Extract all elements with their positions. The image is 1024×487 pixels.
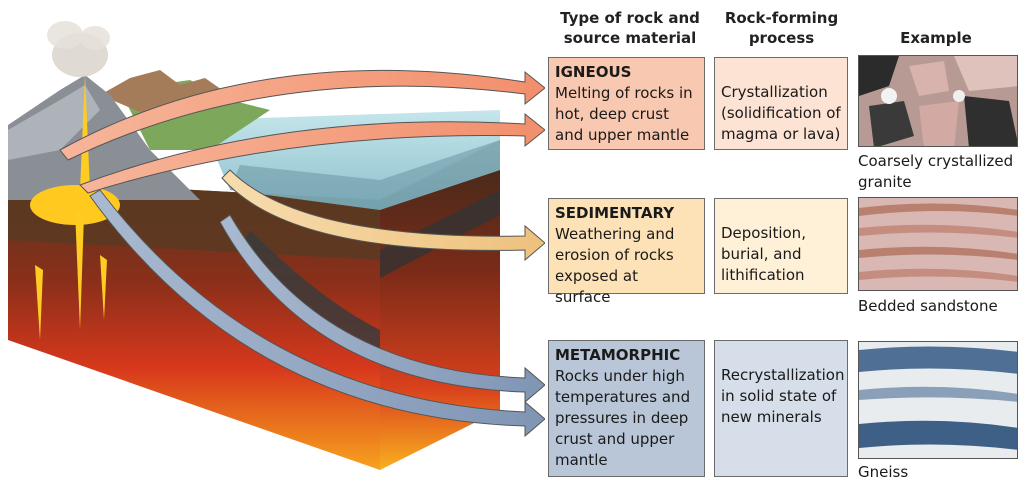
metamorphic-arrow-1	[219, 214, 545, 404]
header-example: Example	[900, 29, 972, 47]
sandstone-caption: Bedded sandstone	[858, 297, 998, 315]
sedimentary-source-line: Weathering and	[555, 225, 675, 243]
header-rock-type: Type of rock and source material	[560, 9, 700, 47]
metamorphic-source-box: METAMORPHIC Rocks under high temperature…	[548, 340, 705, 477]
metamorphic-source-line: temperatures and	[555, 388, 691, 406]
metamorphic-process-box: Recrystallization in solid state of new …	[714, 340, 848, 477]
header-process: Rock-forming process	[724, 9, 839, 47]
igneous-process-line: (solidification of	[721, 104, 841, 122]
igneous-title: IGNEOUS	[555, 63, 632, 81]
sedimentary-process-line: Deposition,	[721, 224, 806, 242]
igneous-source-line: Melting of rocks in	[555, 84, 693, 102]
metamorphic-source-line: crust and upper	[555, 430, 675, 448]
sandstone-photo	[858, 197, 1018, 291]
igneous-source-line: and upper mantle	[555, 126, 690, 144]
sedimentary-process-line: burial, and	[721, 245, 802, 263]
gneiss-photo	[858, 341, 1018, 459]
igneous-source-line: hot, deep crust	[555, 105, 669, 123]
sedimentary-source-box: SEDIMENTARY Weathering and erosion of ro…	[548, 198, 705, 306]
igneous-process-line: magma or lava)	[721, 125, 841, 143]
igneous-process-line: Crystallization	[721, 83, 828, 101]
metamorphic-source-line: Rocks under high	[555, 367, 685, 385]
igneous-arrow-1	[59, 69, 545, 161]
granite-caption: Coarsely crystallized granite	[858, 152, 1014, 191]
sedimentary-source-line: erosion of rocks	[555, 246, 674, 264]
sedimentary-process-line: lithification	[721, 266, 805, 284]
metamorphic-process-line: Recrystallization	[721, 366, 845, 384]
igneous-arrow-2	[79, 112, 545, 194]
metamorphic-arrow-2	[89, 189, 545, 438]
granite-photo	[858, 55, 1018, 147]
metamorphic-process-line: new minerals	[721, 408, 822, 426]
metamorphic-source-line: mantle	[555, 451, 608, 469]
sedimentary-arrow	[221, 169, 545, 262]
metamorphic-process-line: in solid state of	[721, 387, 837, 405]
sedimentary-source-line: exposed at surface	[555, 267, 638, 306]
sedimentary-title: SEDIMENTARY	[555, 204, 675, 222]
metamorphic-title: METAMORPHIC	[555, 346, 681, 364]
sedimentary-process-box: Deposition, burial, and lithification	[714, 198, 848, 294]
geology-block-diagram	[8, 21, 545, 470]
igneous-source-box: IGNEOUS Melting of rocks in hot, deep cr…	[548, 57, 705, 150]
metamorphic-source-line: pressures in deep	[555, 409, 689, 427]
gneiss-caption: Gneiss	[858, 463, 909, 481]
igneous-process-box: Crystallization (solidification of magma…	[714, 57, 848, 150]
subducting-slab	[240, 230, 380, 360]
